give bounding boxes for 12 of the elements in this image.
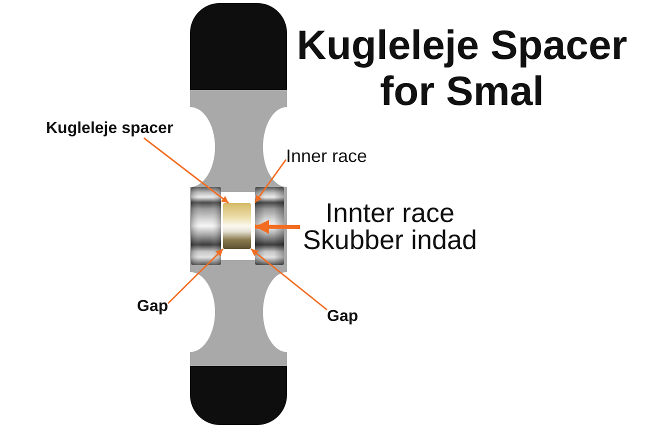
leader-line — [168, 248, 224, 304]
leader-line — [254, 159, 287, 204]
title: Kugleleje Spacer for Smal — [296, 22, 628, 114]
part-label: Kugleleje spacer — [46, 120, 174, 138]
bearing-spacer — [223, 203, 251, 249]
leader-line — [143, 137, 230, 204]
part-label: Gap — [327, 308, 358, 326]
part-label: Inner race — [286, 147, 368, 165]
leader-line — [250, 248, 328, 310]
part-label: Gap — [137, 298, 168, 316]
annotation-text: Innter race Skubber indad — [300, 200, 480, 254]
arrow — [255, 220, 300, 234]
